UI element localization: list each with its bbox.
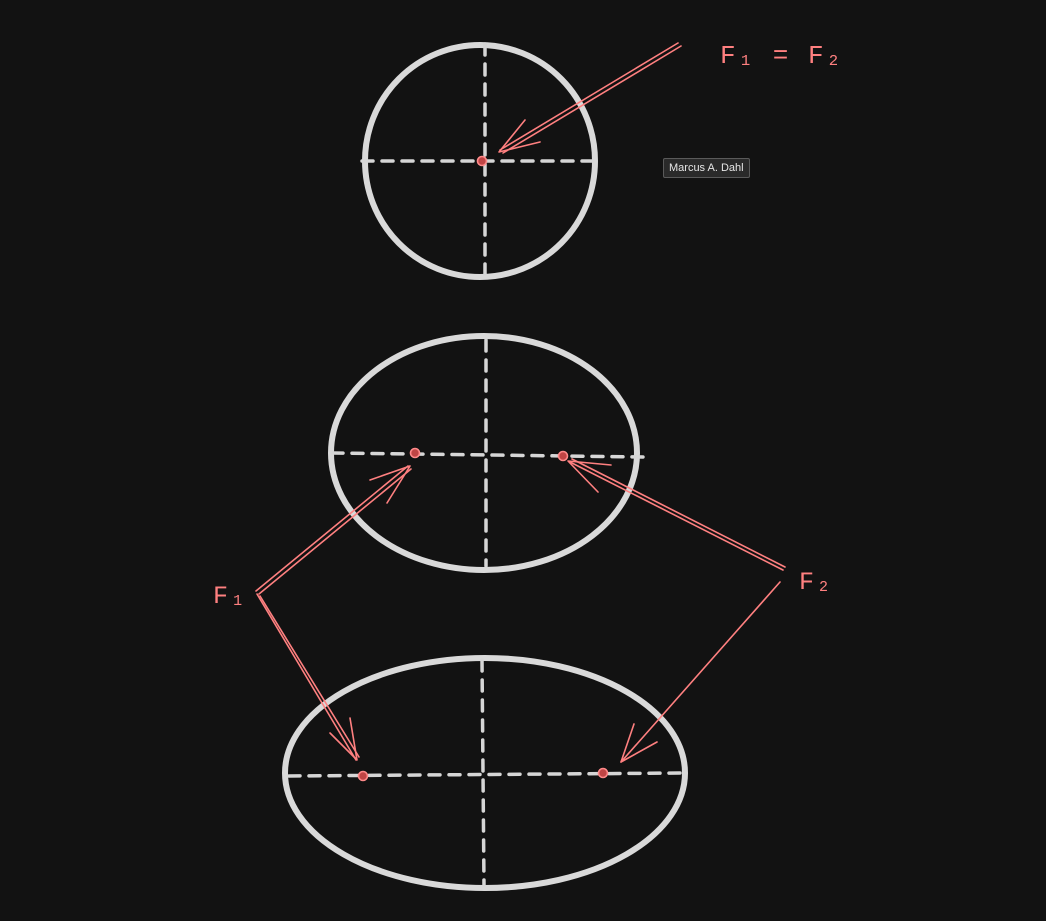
label-circle-foci[interactable]: F₁ = F₂ [720,41,843,71]
ellipse-medium-shape[interactable] [328,333,647,573]
arrow-circle-center[interactable] [498,42,682,154]
arrow-f2-to-wide-focus[interactable] [620,581,781,763]
arrow-f1-to-medium-focus[interactable] [255,465,412,595]
ellipse-medium-focus-left [409,447,421,459]
circle-center-focus [476,155,488,167]
arrow-f2-to-medium-focus[interactable] [567,458,786,571]
arrow-f1-to-wide-focus[interactable] [256,593,360,761]
ellipse-wide-focus-right [597,767,609,779]
label-focus-1[interactable]: F₁ [213,582,247,611]
circle-shape[interactable] [360,42,598,280]
ellipse-wide-focus-left [357,770,369,782]
label-focus-2[interactable]: F₂ [799,568,833,597]
ellipse-wide-shape[interactable] [282,655,688,891]
ellipse-medium-focus-right [557,450,569,462]
collaborator-name-tag: Marcus A. Dahl [663,158,750,178]
